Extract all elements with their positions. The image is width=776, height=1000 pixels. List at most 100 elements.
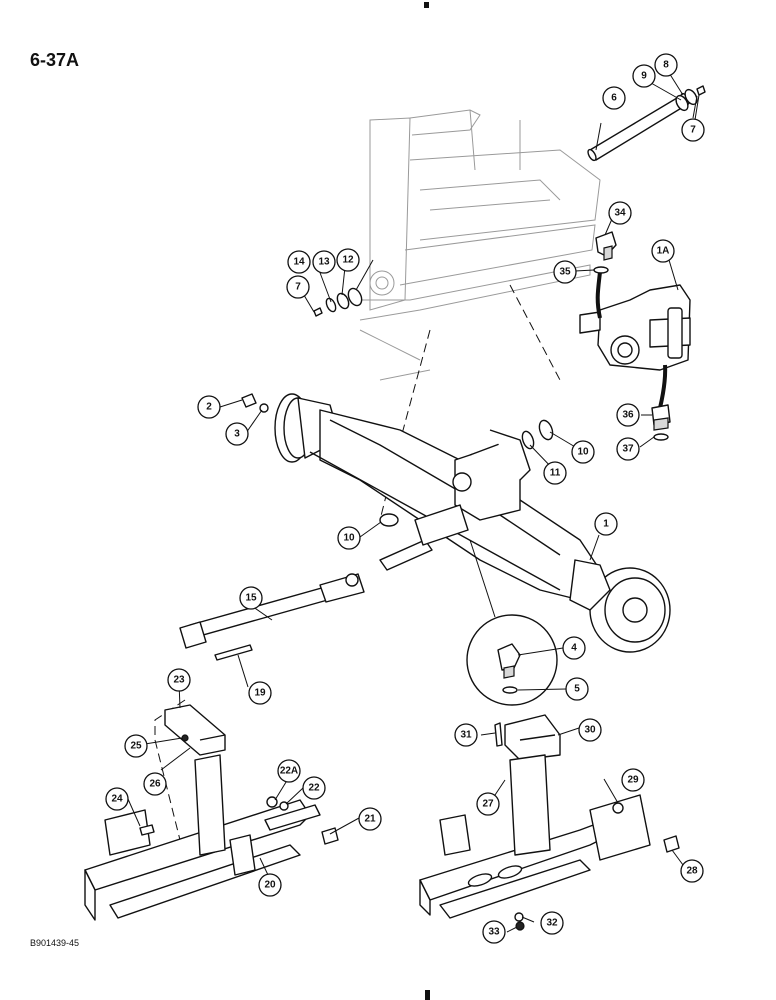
axle-support-frame (84, 754, 321, 921)
hydraulic-hose (595, 271, 602, 319)
svg-text:33: 33 (488, 927, 500, 938)
counterweight (164, 704, 226, 756)
svg-text:10: 10 (343, 533, 355, 544)
nut (266, 796, 278, 808)
axle-support-frame (419, 754, 651, 919)
svg-text:11: 11 (550, 468, 561, 479)
callout-25: 25 (124, 734, 148, 758)
svg-text:7: 7 (690, 125, 696, 136)
o-ring (653, 433, 669, 441)
svg-text:1: 1 (603, 519, 609, 530)
callout-24: 24 (105, 787, 129, 811)
bolt (139, 824, 155, 836)
svg-text:1A: 1A (657, 246, 670, 257)
callout-34: 34 (608, 201, 632, 225)
grease-fitting (313, 307, 323, 317)
elbow-fitting (595, 231, 617, 261)
callout-9: 9 (632, 64, 656, 88)
callout-37: 37 (616, 437, 640, 461)
washer (347, 287, 363, 307)
alignment-line (509, 284, 561, 381)
svg-text:3: 3 (234, 429, 240, 440)
callout-5: 5 (565, 677, 589, 701)
svg-text:5: 5 (574, 684, 580, 695)
callout-28: 28 (680, 859, 704, 883)
callout-21: 21 (358, 807, 382, 831)
svg-text:21: 21 (364, 814, 376, 825)
callout-12: 12 (336, 248, 360, 272)
washer (538, 419, 554, 441)
shim (336, 292, 350, 310)
pivot-pin (587, 92, 690, 162)
registration-mark-top (424, 2, 429, 8)
svg-text:15: 15 (245, 593, 257, 604)
callout-23: 23 (167, 668, 191, 692)
callout-2: 2 (197, 395, 221, 419)
bolt (663, 835, 680, 853)
front-axle-assembly (274, 393, 671, 653)
callout-7: 7 (681, 118, 705, 142)
svg-text:14: 14 (293, 257, 305, 268)
svg-text:22A: 22A (280, 766, 298, 777)
callout-27: 27 (476, 792, 500, 816)
detail-leader (469, 539, 496, 618)
callout-4: 4 (562, 636, 586, 660)
washer (379, 513, 399, 527)
hydraulic-hose (658, 364, 668, 409)
callout-8: 8 (654, 53, 678, 77)
callout-26: 26 (143, 772, 167, 796)
shim (684, 88, 698, 106)
callout-31: 31 (454, 723, 478, 747)
svg-text:19: 19 (254, 688, 266, 699)
o-ring (593, 266, 609, 274)
svg-text:36: 36 (622, 410, 634, 421)
callout-22A: 22A (277, 759, 301, 783)
counterweight (504, 714, 561, 761)
drive-shaft (179, 573, 365, 661)
nut (241, 393, 257, 408)
svg-text:20: 20 (264, 880, 276, 891)
callout-30: 30 (578, 718, 602, 742)
svg-text:29: 29 (627, 775, 639, 786)
svg-text:35: 35 (559, 267, 571, 278)
svg-text:9: 9 (641, 71, 647, 82)
svg-text:28: 28 (686, 866, 698, 877)
svg-text:32: 32 (546, 918, 558, 929)
svg-text:24: 24 (111, 794, 123, 805)
svg-text:10: 10 (577, 447, 589, 458)
callout-36: 36 (616, 403, 640, 427)
callout-3: 3 (225, 422, 249, 446)
seal (325, 297, 337, 313)
callout-32: 32 (540, 911, 564, 935)
callout-22: 22 (302, 776, 326, 800)
callout-20: 20 (258, 873, 282, 897)
svg-text:22: 22 (308, 783, 320, 794)
svg-text:13: 13 (318, 257, 330, 268)
o-ring (502, 686, 518, 694)
registration-mark-bottom (425, 990, 430, 1000)
grease-fitting (696, 85, 706, 96)
svg-text:2: 2 (206, 402, 212, 413)
callout-10: 10 (337, 526, 361, 550)
svg-text:25: 25 (130, 741, 142, 752)
callout-14: 14 (287, 250, 311, 274)
callout-15: 15 (239, 586, 263, 610)
svg-text:8: 8 (663, 60, 669, 71)
callout-6: 6 (602, 86, 626, 110)
callout-7: 7 (286, 275, 310, 299)
elbow-grease-fitting (497, 643, 521, 679)
svg-text:26: 26 (149, 779, 161, 790)
washer (514, 912, 524, 922)
svg-text:34: 34 (614, 208, 626, 219)
callout-19: 19 (248, 681, 272, 705)
bolt (494, 722, 503, 747)
callout-29: 29 (621, 768, 645, 792)
nut (612, 802, 624, 814)
shim (521, 430, 535, 450)
callout-1A: 1A (651, 239, 675, 263)
callout-35: 35 (553, 260, 577, 284)
callout-1: 1 (594, 512, 618, 536)
steering-valve-assembly (579, 284, 691, 371)
